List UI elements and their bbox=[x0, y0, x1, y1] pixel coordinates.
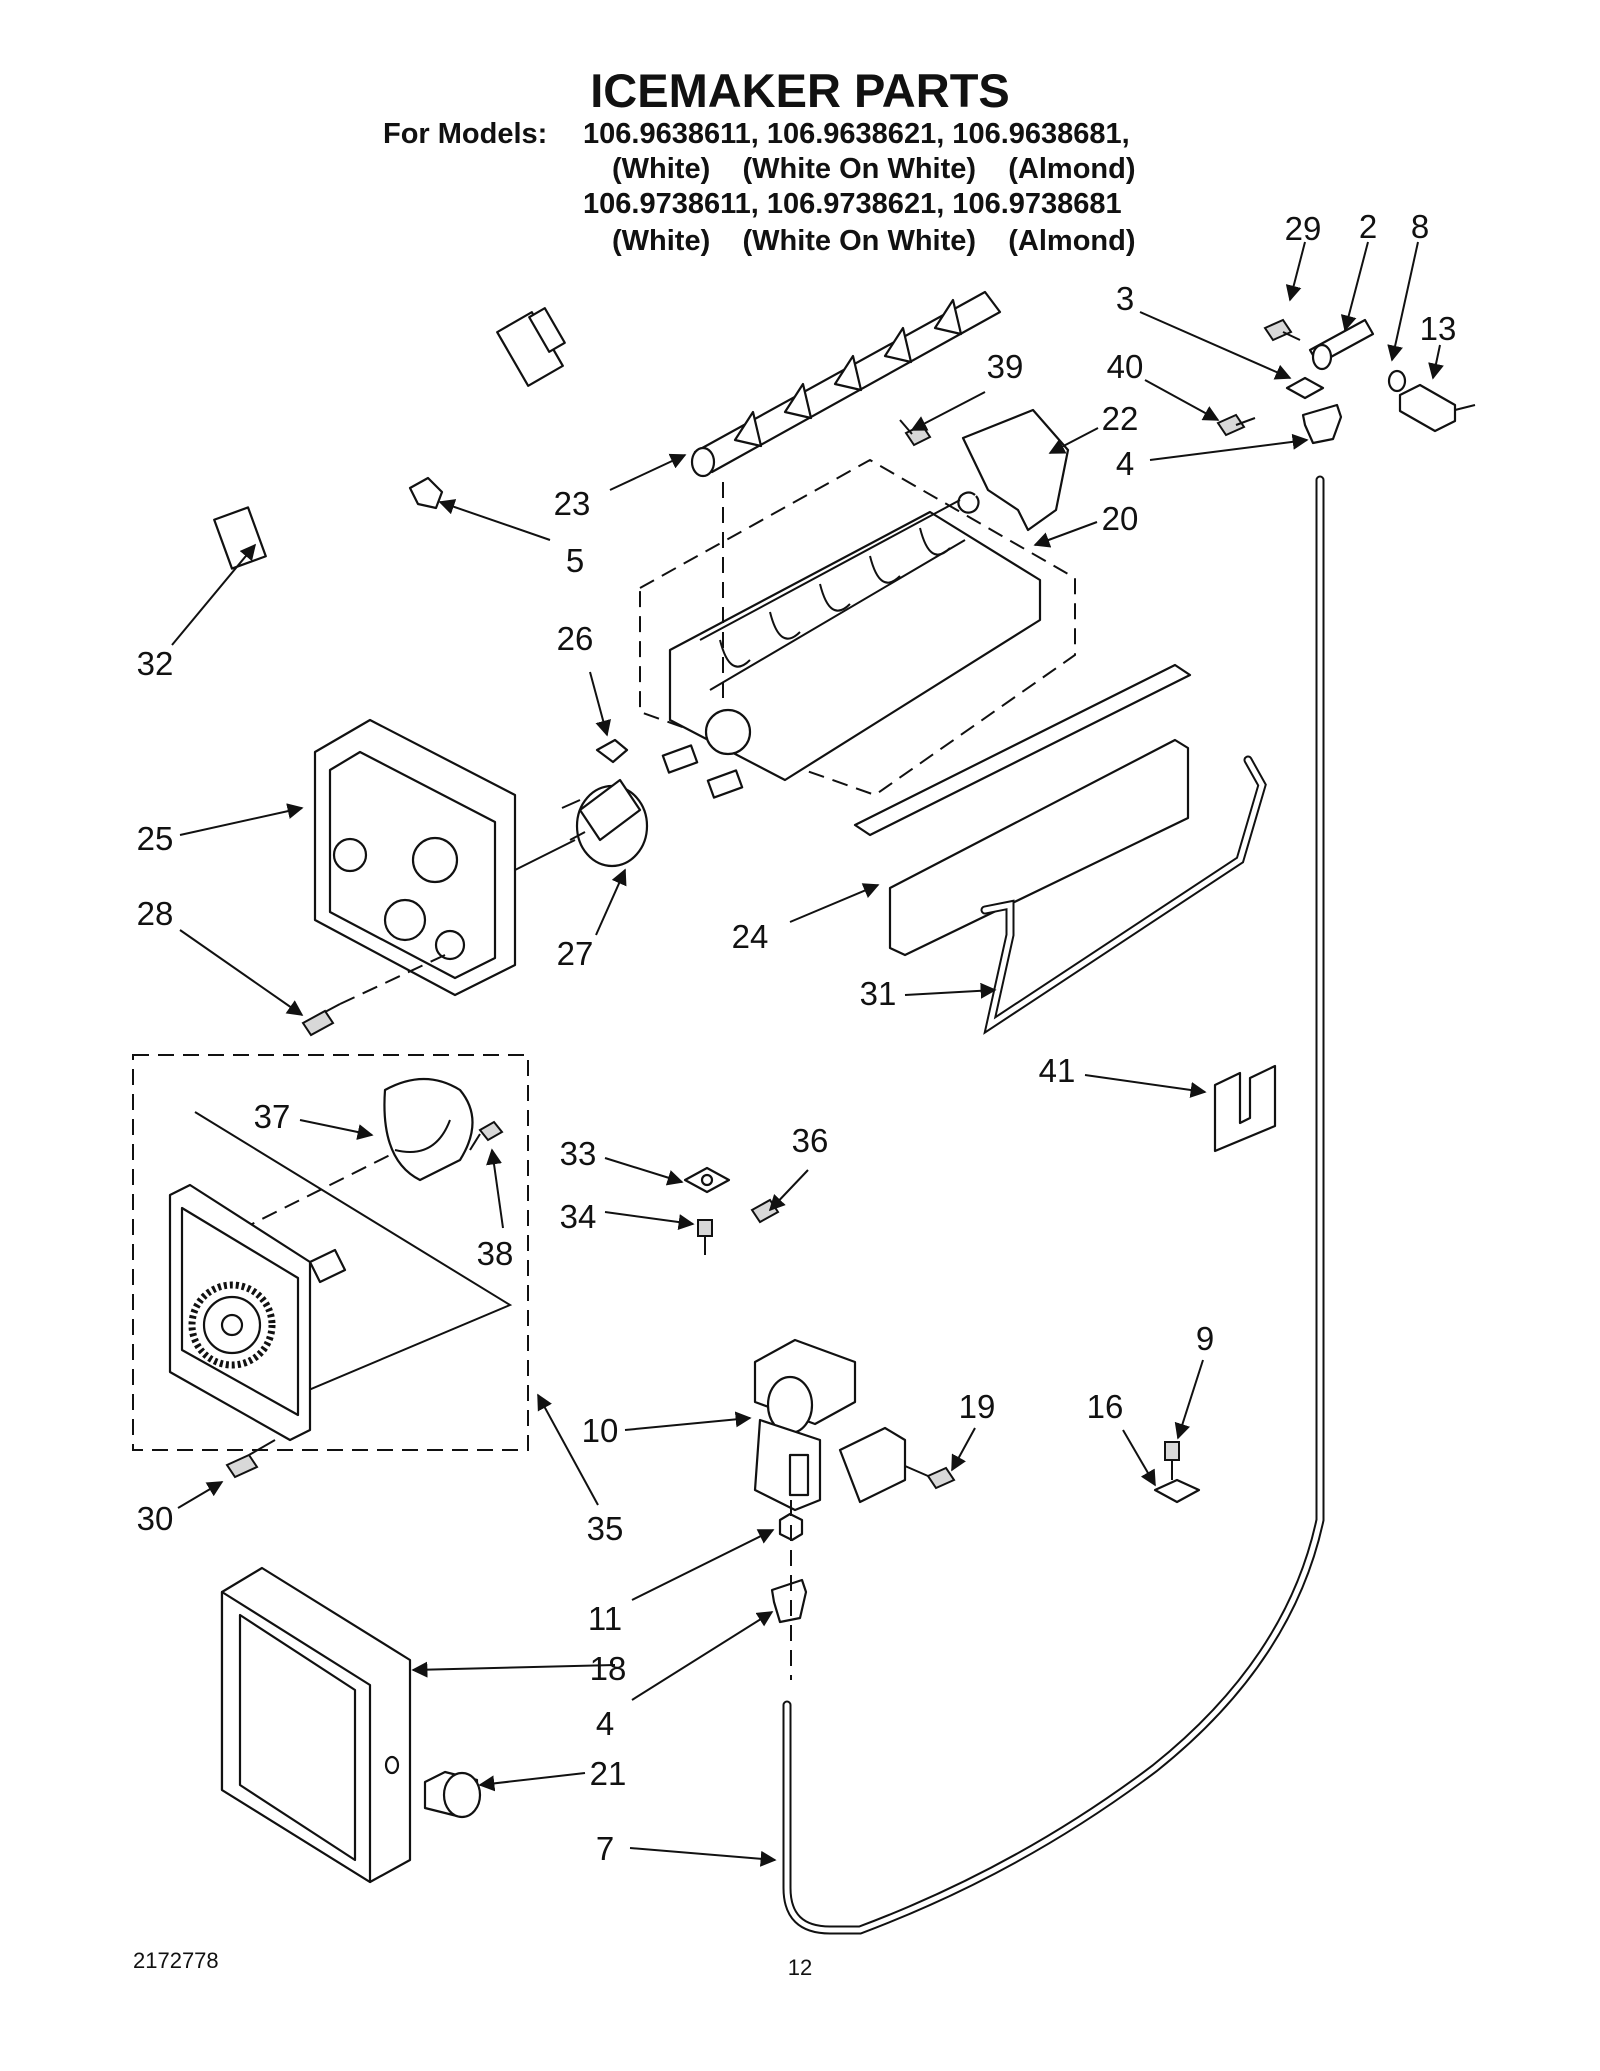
tube-clamp-screw-part bbox=[1164, 1441, 1180, 1480]
leader-lines bbox=[171, 241, 1444, 1867]
callout-22: 22 bbox=[1102, 400, 1139, 437]
callout-13: 13 bbox=[1420, 310, 1457, 347]
callout-18: 18 bbox=[590, 1650, 627, 1687]
bracket-screw-part bbox=[750, 1198, 780, 1224]
tube-clip-part bbox=[1285, 376, 1325, 400]
harness-clip-part bbox=[408, 476, 444, 510]
callout-19: 19 bbox=[959, 1388, 996, 1425]
callout-33: 33 bbox=[560, 1135, 597, 1172]
callout-4-lower: 4 bbox=[596, 1705, 614, 1742]
front-cover-part bbox=[220, 1566, 412, 1884]
callout-4-upper: 4 bbox=[1116, 445, 1134, 482]
stripper-part bbox=[853, 663, 1192, 957]
callout-3: 3 bbox=[1116, 280, 1134, 317]
callout-31: 31 bbox=[860, 975, 897, 1012]
callout-23: 23 bbox=[554, 485, 591, 522]
page-title: ICEMAKER PARTS bbox=[590, 64, 1010, 117]
callout-16: 16 bbox=[1087, 1388, 1124, 1425]
callout-29: 29 bbox=[1285, 210, 1322, 247]
callout-34: 34 bbox=[560, 1198, 597, 1235]
callout-36: 36 bbox=[792, 1122, 829, 1159]
callout-11: 11 bbox=[588, 1600, 622, 1637]
callout-labels: 29 2 8 13 3 40 4 39 22 23 20 5 32 26 25 … bbox=[137, 208, 1457, 1867]
support-lead-line bbox=[514, 839, 576, 871]
ice-mold-part bbox=[668, 499, 1042, 782]
fill-tube-part bbox=[1308, 318, 1375, 371]
page-number: 12 bbox=[788, 1955, 812, 1980]
callout-21: 21 bbox=[590, 1755, 627, 1792]
callout-20: 20 bbox=[1102, 500, 1139, 537]
washer-part bbox=[1387, 369, 1407, 393]
callout-24: 24 bbox=[732, 918, 769, 955]
clip-part bbox=[1213, 1064, 1277, 1153]
mold-heater-terminals bbox=[661, 744, 744, 799]
knob-part bbox=[423, 1770, 482, 1819]
control-module-part bbox=[168, 1183, 347, 1442]
callout-7: 7 bbox=[596, 1830, 614, 1867]
callout-38: 38 bbox=[477, 1235, 514, 1272]
bracket-part bbox=[683, 1166, 731, 1194]
callout-27: 27 bbox=[557, 935, 594, 972]
callout-37: 37 bbox=[254, 1098, 291, 1135]
callout-9: 9 bbox=[1196, 1320, 1214, 1357]
callout-26: 26 bbox=[557, 620, 594, 657]
callout-30: 30 bbox=[137, 1500, 174, 1537]
fill-cup-screw-part bbox=[1216, 413, 1256, 437]
module-screw-part bbox=[225, 1439, 276, 1479]
callout-5: 5 bbox=[566, 542, 584, 579]
thermostat-part bbox=[561, 738, 649, 868]
models-label: For Models: bbox=[383, 118, 547, 150]
tube-clamp-part bbox=[1153, 1478, 1201, 1504]
support-screw-alignment bbox=[339, 954, 446, 1005]
callout-41: 41 bbox=[1039, 1052, 1076, 1089]
valve-screw-part bbox=[904, 1465, 956, 1490]
wire-harness-part bbox=[213, 307, 566, 570]
fill-cup-part bbox=[957, 408, 1070, 532]
inlet-screw-part bbox=[1263, 318, 1301, 342]
callout-39: 39 bbox=[987, 348, 1024, 385]
module-assembly-outline bbox=[132, 1054, 529, 1451]
inlet-fitting-part bbox=[1398, 383, 1476, 433]
model-colors-row-1: (White) (White On White) (Almond) bbox=[612, 153, 1136, 185]
model-colors-row-2: (White) (White On White) (Almond) bbox=[612, 225, 1136, 257]
callout-28: 28 bbox=[137, 895, 174, 932]
model-list-row-1: 106.9638611, 106.9638621, 106.9638681, bbox=[583, 118, 1130, 150]
ferrule-part-lower bbox=[770, 1578, 808, 1624]
bracket-screw-vertical-part bbox=[697, 1219, 713, 1255]
support-screw-part bbox=[301, 1003, 341, 1037]
ejector-shaft-part bbox=[690, 290, 1002, 478]
water-valve-part bbox=[753, 1338, 907, 1512]
motor-part bbox=[383, 1077, 474, 1182]
mold-assembly-outline bbox=[639, 458, 1076, 797]
ferrule-part-upper bbox=[1301, 403, 1343, 445]
module-guide-line bbox=[194, 1111, 513, 1401]
callout-8: 8 bbox=[1411, 208, 1429, 245]
callout-10: 10 bbox=[582, 1412, 619, 1449]
callout-35: 35 bbox=[587, 1510, 624, 1547]
model-list-row-2: 106.9738611, 106.9738621, 106.9738681 bbox=[583, 188, 1122, 220]
motor-screw-part bbox=[469, 1120, 504, 1151]
callout-40: 40 bbox=[1107, 348, 1144, 385]
document-number: 2172778 bbox=[133, 1948, 219, 1973]
module-support-part bbox=[313, 718, 517, 997]
callout-25: 25 bbox=[137, 820, 174, 857]
callout-2: 2 bbox=[1359, 208, 1377, 245]
callout-32: 32 bbox=[137, 645, 174, 682]
